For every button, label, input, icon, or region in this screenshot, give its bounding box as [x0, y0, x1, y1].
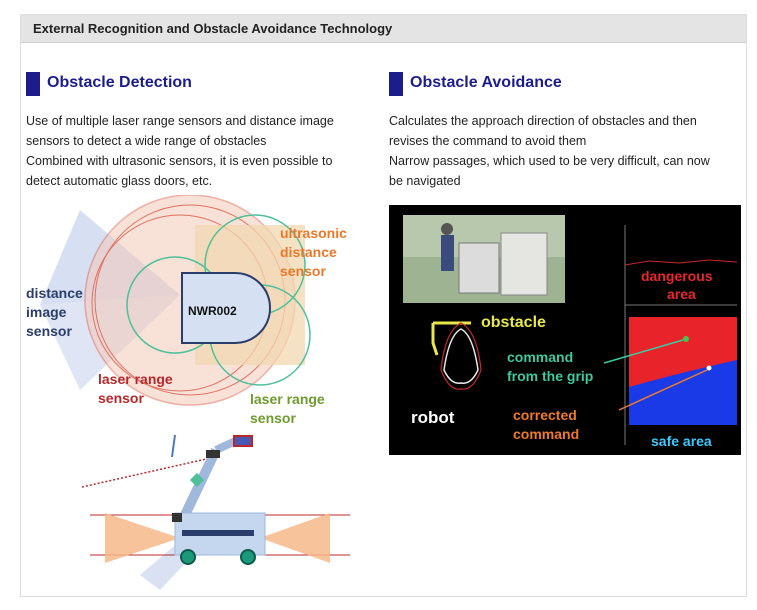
ultrasonic-label: distance — [280, 244, 337, 260]
obstacle-avoidance-description: Calculates the approach direction of obs… — [389, 111, 710, 191]
robot-wheel — [180, 549, 196, 565]
robot-top-view — [181, 272, 271, 344]
command-label: from the grip — [507, 368, 593, 384]
command-label: command — [507, 349, 573, 365]
grip-command-point — [683, 336, 689, 342]
description-line: detect automatic glass doors, etc. — [26, 174, 213, 188]
description-line: Combined with ultrasonic sensors, it is … — [26, 154, 333, 168]
laser-left-label: laser range — [98, 371, 173, 387]
description-line: Calculates the approach direction of obs… — [389, 114, 697, 128]
sensor-coverage-diagram: NWR002 ultrasonic distance sensor distan… — [26, 195, 350, 590]
grip-handle — [233, 435, 253, 447]
heading-bar-icon — [26, 72, 40, 96]
heading-bar-icon — [389, 72, 403, 96]
description-line: revises the command to avoid them — [389, 134, 587, 148]
plot-trace — [624, 259, 738, 266]
corrected-command-label: corrected — [513, 407, 577, 423]
corrected-command-label: command — [513, 426, 579, 442]
dangerous-area-label: area — [667, 286, 696, 302]
description-line: be navigated — [389, 174, 461, 188]
obstacle-label: obstacle — [481, 314, 546, 331]
distance-image-label: sensor — [26, 323, 72, 339]
robot-outline — [443, 328, 479, 384]
description-line: Narrow passages, which used to be very d… — [389, 154, 710, 168]
photo-person — [441, 223, 453, 235]
robot-name-label: NWR002 — [188, 304, 237, 318]
dangerous-area-label: dangerous — [641, 268, 713, 284]
robot-sensor — [172, 513, 182, 522]
laser-dotted-line — [81, 456, 216, 488]
obstacle-detection-description: Use of multiple laser range sensors and … — [26, 111, 334, 191]
description-line: Use of multiple laser range sensors and … — [26, 114, 334, 128]
ultrasonic-label: ultrasonic — [280, 225, 347, 241]
side-ultrasonic-beam — [105, 513, 180, 563]
laser-right-label: sensor — [250, 410, 296, 426]
obstacle-avoidance-figure: obstacle robot command from the grip cor… — [389, 205, 741, 455]
robot-label: robot — [411, 408, 455, 427]
robot-stripe — [182, 530, 254, 536]
laser-right-label: laser range — [250, 391, 325, 407]
side-ultrasonic-beam — [260, 513, 330, 563]
ultrasonic-label: sensor — [280, 263, 326, 279]
safe-region — [629, 360, 737, 425]
panel-title: External Recognition and Obstacle Avoida… — [33, 21, 393, 36]
photo-box — [500, 232, 548, 296]
sensor-block — [206, 450, 220, 458]
safe-area-label: safe area — [651, 433, 712, 449]
corrected-arrow — [618, 369, 708, 411]
distance-image-label: distance — [26, 285, 83, 301]
sensor-diamond — [189, 472, 205, 488]
obstacle-marker — [431, 323, 439, 356]
sensor-arrow — [171, 434, 176, 458]
photo-robot — [458, 242, 500, 294]
corrected-command-point — [706, 365, 712, 371]
distance-image-label: image — [26, 304, 67, 320]
robot-wheel — [240, 549, 256, 565]
laser-left-label: sensor — [98, 390, 144, 406]
description-line: sensors to detect a wide range of obstac… — [26, 134, 267, 148]
panel-header: External Recognition and Obstacle Avoida… — [21, 15, 746, 43]
command-arrow — [603, 339, 684, 364]
